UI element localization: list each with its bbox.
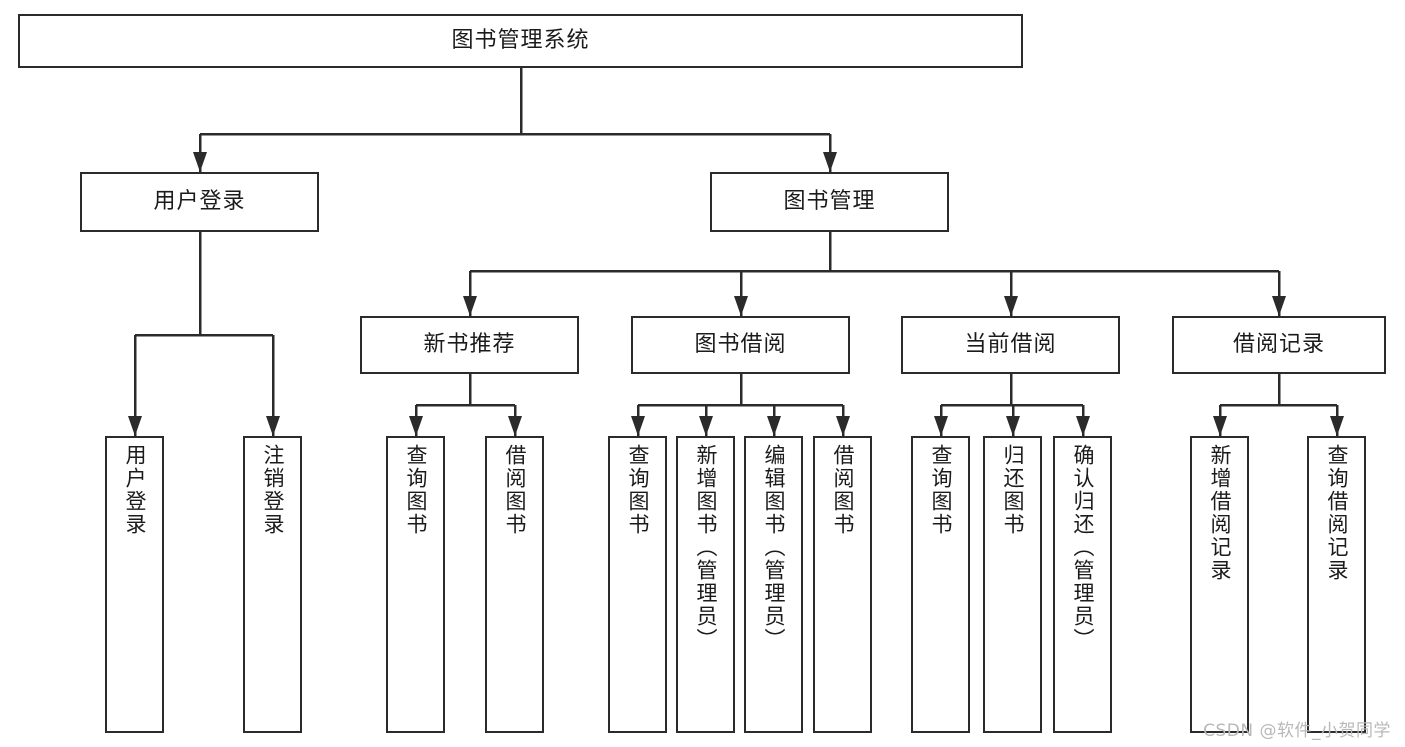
node-label: 图书管理系统 — [451, 28, 590, 54]
node-root[interactable]: 图书管理系统 — [18, 14, 1023, 68]
node-label: 新增图书（管理员） — [694, 444, 718, 651]
edge-arrowhead-icon — [1006, 416, 1020, 436]
edge-arrowhead-icon — [193, 152, 207, 172]
edge-arrowhead-icon — [128, 416, 142, 436]
node-leaf-login-2[interactable]: 注销登录 — [243, 436, 302, 733]
edge-arrowhead-icon — [508, 416, 522, 436]
edge-arrowhead-icon — [409, 416, 423, 436]
node-leaf-cur-3[interactable]: 确认归还（管理员） — [1053, 436, 1112, 733]
node-label: 借阅图书 — [831, 444, 855, 536]
node-leaf-cur-2[interactable]: 归还图书 — [983, 436, 1042, 733]
edge-arrowhead-icon — [823, 152, 837, 172]
node-label: 注销登录 — [261, 444, 285, 536]
node-label: 新书推荐 — [423, 332, 516, 358]
node-label: 当前借阅 — [964, 332, 1057, 358]
node-label: 编辑图书（管理员） — [762, 444, 786, 651]
node-label: 新增借阅记录 — [1208, 444, 1232, 582]
node-label: 查询图书 — [404, 444, 428, 536]
node-leaf-new-1[interactable]: 查询图书 — [386, 436, 445, 733]
node-label: 用户登录 — [123, 444, 147, 536]
node-label: 查询借阅记录 — [1325, 444, 1349, 582]
node-label: 图书借阅 — [694, 332, 787, 358]
node-leaf-bor-1[interactable]: 查询图书 — [608, 436, 667, 733]
node-leaf-cur-1[interactable]: 查询图书 — [911, 436, 970, 733]
edge-arrowhead-icon — [1272, 296, 1286, 316]
node-label: 图书管理 — [783, 189, 876, 215]
node-leaf-bor-4[interactable]: 借阅图书 — [813, 436, 872, 733]
node-leaf-new-2[interactable]: 借阅图书 — [485, 436, 544, 733]
watermark: CSDN @软件_小贺同学 — [1203, 721, 1391, 741]
node-borrow[interactable]: 图书借阅 — [631, 316, 850, 374]
edge-arrowhead-icon — [266, 416, 280, 436]
node-leaf-rec-1[interactable]: 新增借阅记录 — [1190, 436, 1249, 733]
node-login[interactable]: 用户登录 — [80, 172, 319, 232]
edge-arrowhead-icon — [631, 416, 645, 436]
edge-arrowhead-icon — [699, 416, 713, 436]
node-leaf-bor-2[interactable]: 新增图书（管理员） — [676, 436, 735, 733]
node-label: 查询图书 — [626, 444, 650, 536]
node-newrec[interactable]: 新书推荐 — [360, 316, 579, 374]
edge-arrowhead-icon — [1004, 296, 1018, 316]
node-label: 查询图书 — [929, 444, 953, 536]
node-label: 确认归还（管理员） — [1071, 444, 1095, 651]
node-label: 借阅图书 — [503, 444, 527, 536]
edge-arrowhead-icon — [463, 296, 477, 316]
node-leaf-rec-2[interactable]: 查询借阅记录 — [1307, 436, 1366, 733]
edge-arrowhead-icon — [934, 416, 948, 436]
node-label: 归还图书 — [1001, 444, 1025, 536]
edge-arrowhead-icon — [767, 416, 781, 436]
edge-arrowhead-icon — [1213, 416, 1227, 436]
node-current[interactable]: 当前借阅 — [901, 316, 1120, 374]
node-label: 借阅记录 — [1232, 332, 1325, 358]
edge-arrowhead-icon — [734, 296, 748, 316]
edge-arrowhead-icon — [1076, 416, 1090, 436]
node-records[interactable]: 借阅记录 — [1172, 316, 1386, 374]
node-leaf-login-1[interactable]: 用户登录 — [105, 436, 164, 733]
node-bookmgmt[interactable]: 图书管理 — [710, 172, 949, 232]
edge-arrowhead-icon — [1330, 416, 1344, 436]
node-label: 用户登录 — [153, 189, 246, 215]
edge-arrowhead-icon — [836, 416, 850, 436]
node-leaf-bor-3[interactable]: 编辑图书（管理员） — [744, 436, 803, 733]
